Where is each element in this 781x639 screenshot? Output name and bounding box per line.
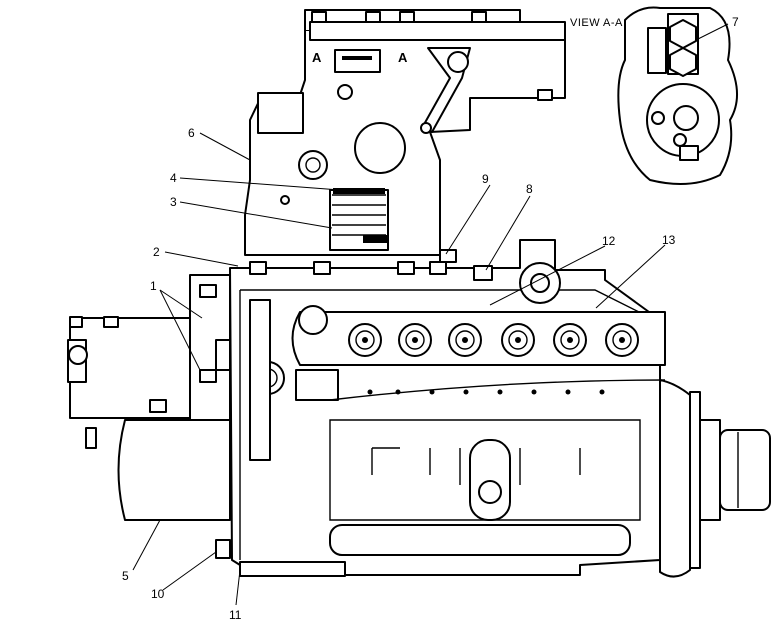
plunger bbox=[398, 323, 432, 357]
callout-2: 2 bbox=[153, 245, 160, 259]
callout-13: 13 bbox=[662, 233, 676, 247]
view-a-a-label: VIEW A-A bbox=[570, 17, 623, 29]
plunger bbox=[501, 323, 535, 357]
drive-flange bbox=[659, 379, 771, 578]
callout-11: 11 bbox=[229, 608, 242, 622]
callout-4: 4 bbox=[170, 171, 177, 185]
plunger bbox=[553, 323, 587, 357]
callout-12: 12 bbox=[602, 234, 616, 248]
callout-8: 8 bbox=[526, 182, 533, 196]
callout-1: 1 bbox=[150, 279, 157, 293]
plate-label-right: A bbox=[398, 50, 408, 65]
callout-10: 10 bbox=[151, 587, 165, 601]
callout-5: 5 bbox=[122, 569, 129, 583]
plunger bbox=[605, 323, 639, 357]
governor-housing: A A bbox=[244, 9, 566, 263]
view-a-a-inset: VIEW A-A bbox=[570, 6, 739, 185]
mounting-holes bbox=[367, 389, 605, 395]
leader-lines bbox=[132, 23, 729, 606]
plunger bbox=[348, 323, 382, 357]
callout-6: 6 bbox=[188, 126, 195, 140]
plunger bbox=[448, 323, 482, 357]
left-auxiliary-unit bbox=[67, 274, 231, 521]
callout-labels: 1 2 3 4 5 6 7 8 9 10 11 12 13 bbox=[122, 15, 739, 622]
callout-9: 9 bbox=[482, 172, 489, 186]
callout-7: 7 bbox=[732, 15, 739, 29]
fuel-pump-housing bbox=[215, 239, 666, 577]
plunger-row bbox=[348, 323, 639, 357]
plate-label-left: A bbox=[312, 50, 322, 65]
callout-3: 3 bbox=[170, 195, 177, 209]
